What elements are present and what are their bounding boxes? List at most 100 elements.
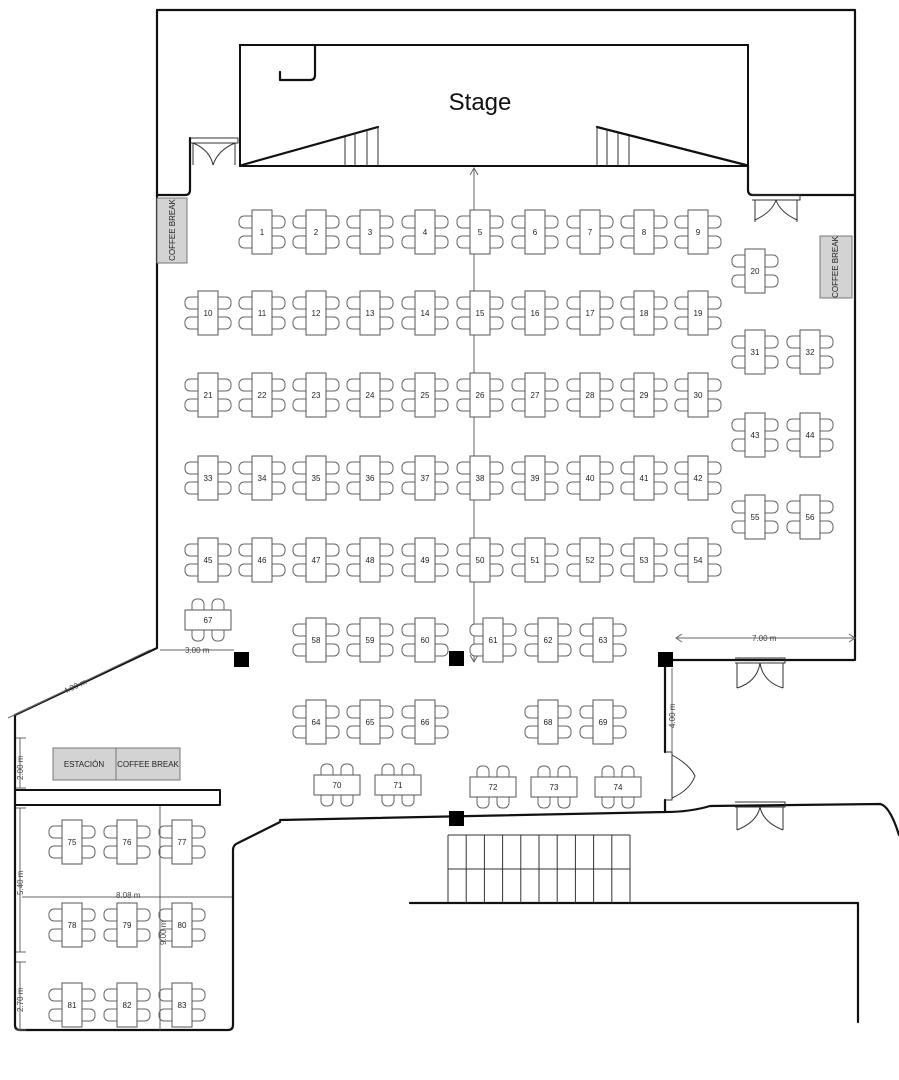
table-32[interactable]: 32	[786, 329, 834, 375]
table-24[interactable]: 24	[346, 372, 394, 418]
table-53[interactable]: 53	[620, 537, 668, 583]
table-number: 10	[204, 309, 213, 318]
table-26[interactable]: 26	[456, 372, 504, 418]
table-17[interactable]: 17	[566, 290, 614, 336]
table-23[interactable]: 23	[292, 372, 340, 418]
table-44[interactable]: 44	[786, 412, 834, 458]
table-number: 69	[599, 718, 608, 727]
table-39[interactable]: 39	[511, 455, 559, 501]
dim-line-270	[16, 961, 26, 1031]
table-number: 55	[751, 513, 760, 522]
table-number: 19	[694, 309, 703, 318]
table-31[interactable]: 31	[731, 329, 779, 375]
table-33[interactable]: 33	[184, 455, 232, 501]
table-number: 61	[489, 636, 498, 645]
table-35[interactable]: 35	[292, 455, 340, 501]
table-67[interactable]: 67	[184, 598, 232, 642]
table-37[interactable]: 37	[401, 455, 449, 501]
table-77[interactable]: 77	[158, 819, 206, 865]
table-12[interactable]: 12	[292, 290, 340, 336]
table-81[interactable]: 81	[48, 982, 96, 1028]
table-number: 13	[366, 309, 375, 318]
table-28[interactable]: 28	[566, 372, 614, 418]
table-80[interactable]: 80	[158, 902, 206, 948]
door-exterior	[735, 801, 786, 831]
table-55[interactable]: 55	[731, 494, 779, 540]
table-82[interactable]: 82	[103, 982, 151, 1028]
table-63[interactable]: 63	[579, 617, 627, 663]
table-58[interactable]: 58	[292, 617, 340, 663]
table-79[interactable]: 79	[103, 902, 151, 948]
table-18[interactable]: 18	[620, 290, 668, 336]
station-coffee-area	[115, 747, 181, 781]
table-65[interactable]: 65	[346, 699, 394, 745]
table-62[interactable]: 62	[524, 617, 572, 663]
table-6[interactable]: 6	[511, 209, 559, 255]
table-5[interactable]: 5	[456, 209, 504, 255]
table-56[interactable]: 56	[786, 494, 834, 540]
table-41[interactable]: 41	[620, 455, 668, 501]
table-66[interactable]: 66	[401, 699, 449, 745]
table-59[interactable]: 59	[346, 617, 394, 663]
table-51[interactable]: 51	[511, 537, 559, 583]
table-9[interactable]: 9	[674, 209, 722, 255]
table-40[interactable]: 40	[566, 455, 614, 501]
table-21[interactable]: 21	[184, 372, 232, 418]
table-45[interactable]: 45	[184, 537, 232, 583]
table-27[interactable]: 27	[511, 372, 559, 418]
table-top	[197, 537, 219, 583]
table-3[interactable]: 3	[346, 209, 394, 255]
table-15[interactable]: 15	[456, 290, 504, 336]
table-54[interactable]: 54	[674, 537, 722, 583]
table-number: 83	[178, 1001, 187, 1010]
table-71[interactable]: 71	[374, 763, 422, 807]
table-top	[633, 455, 655, 501]
table-68[interactable]: 68	[524, 699, 572, 745]
table-22[interactable]: 22	[238, 372, 286, 418]
table-61[interactable]: 61	[469, 617, 517, 663]
table-73[interactable]: 73	[530, 765, 578, 809]
table-13[interactable]: 13	[346, 290, 394, 336]
table-10[interactable]: 10	[184, 290, 232, 336]
table-7[interactable]: 7	[566, 209, 614, 255]
table-14[interactable]: 14	[401, 290, 449, 336]
table-34[interactable]: 34	[238, 455, 286, 501]
table-8[interactable]: 8	[620, 209, 668, 255]
table-36[interactable]: 36	[346, 455, 394, 501]
table-49[interactable]: 49	[401, 537, 449, 583]
table-29[interactable]: 29	[620, 372, 668, 418]
table-top	[537, 699, 559, 745]
table-52[interactable]: 52	[566, 537, 614, 583]
table-11[interactable]: 11	[238, 290, 286, 336]
table-60[interactable]: 60	[401, 617, 449, 663]
table-1[interactable]: 1	[238, 209, 286, 255]
table-30[interactable]: 30	[674, 372, 722, 418]
table-46[interactable]: 46	[238, 537, 286, 583]
table-69[interactable]: 69	[579, 699, 627, 745]
table-72[interactable]: 72	[469, 765, 517, 809]
table-47[interactable]: 47	[292, 537, 340, 583]
table-number: 48	[366, 556, 375, 565]
table-19[interactable]: 19	[674, 290, 722, 336]
table-top	[197, 455, 219, 501]
table-2[interactable]: 2	[292, 209, 340, 255]
table-42[interactable]: 42	[674, 455, 722, 501]
table-number: 4	[423, 228, 428, 237]
table-top	[687, 209, 709, 255]
table-83[interactable]: 83	[158, 982, 206, 1028]
table-25[interactable]: 25	[401, 372, 449, 418]
table-64[interactable]: 64	[292, 699, 340, 745]
table-48[interactable]: 48	[346, 537, 394, 583]
table-16[interactable]: 16	[511, 290, 559, 336]
table-43[interactable]: 43	[731, 412, 779, 458]
table-20[interactable]: 20	[731, 248, 779, 294]
table-4[interactable]: 4	[401, 209, 449, 255]
table-75[interactable]: 75	[48, 819, 96, 865]
table-74[interactable]: 74	[594, 765, 642, 809]
table-78[interactable]: 78	[48, 902, 96, 948]
table-76[interactable]: 76	[103, 819, 151, 865]
table-number: 15	[476, 309, 485, 318]
table-70[interactable]: 70	[313, 763, 361, 807]
table-38[interactable]: 38	[456, 455, 504, 501]
table-50[interactable]: 50	[456, 537, 504, 583]
